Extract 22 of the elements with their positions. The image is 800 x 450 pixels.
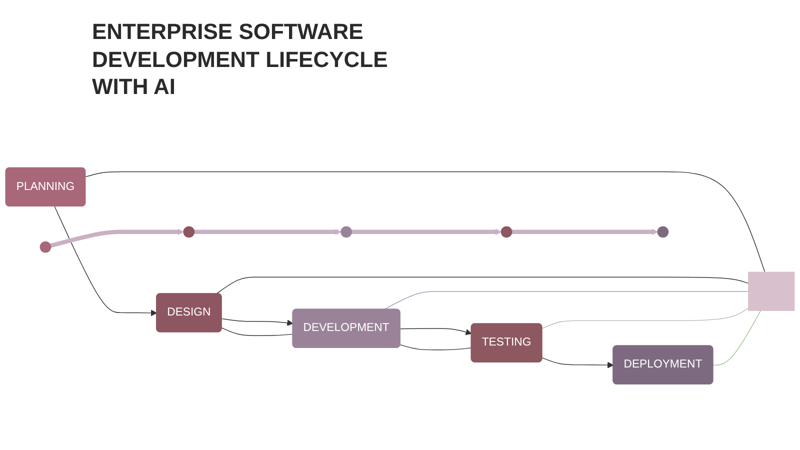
connector — [85, 171, 766, 272]
arrow — [50, 228, 184, 248]
node-circle — [183, 226, 195, 238]
node-circle — [500, 226, 512, 238]
node-circle — [340, 226, 352, 238]
node-circle — [40, 240, 52, 252]
arrow — [54, 206, 158, 316]
arrow — [542, 357, 614, 368]
connector — [221, 327, 294, 336]
node-bar — [748, 271, 795, 311]
connector — [216, 276, 749, 294]
arrow — [512, 228, 658, 235]
arrow — [194, 228, 342, 235]
diagram-title: ENTERPRISE SOFTWARE DEVELOPMENT LIFECYCLE WITH AI — [92, 18, 389, 100]
connector — [712, 310, 762, 366]
arrow — [221, 318, 294, 326]
node-circle — [657, 226, 669, 238]
arrow — [400, 328, 472, 335]
connector — [384, 290, 749, 310]
connector — [400, 344, 472, 350]
connector — [542, 307, 749, 328]
arrow — [352, 228, 502, 235]
